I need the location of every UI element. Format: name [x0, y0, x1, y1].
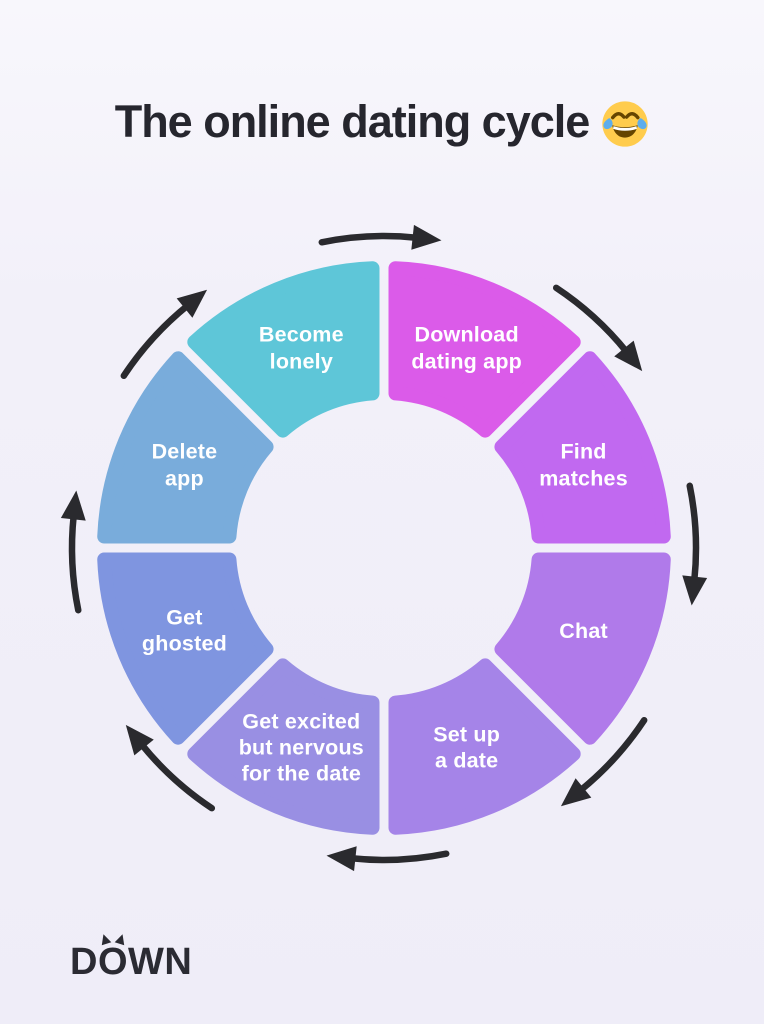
page-title-text: The online dating cycle: [114, 96, 591, 147]
arrowhead-icon: [614, 340, 643, 372]
arrowhead-icon: [682, 575, 708, 606]
down-logo-letter-d: D: [70, 941, 98, 983]
cycle-arrow-icon: [552, 284, 643, 372]
down-logo: D O WN: [70, 941, 192, 984]
arrowhead-icon: [326, 846, 357, 872]
arrowhead-icon: [560, 778, 592, 807]
page-title: The online dating cycle: [0, 96, 764, 148]
arrowhead-icon: [60, 490, 86, 521]
segment-get-ghosted: [97, 552, 274, 745]
cycle-arrow-icon: [326, 846, 450, 872]
arrowhead-icon: [411, 224, 442, 250]
segment-delete-app: [97, 351, 274, 544]
arrowhead-icon: [176, 289, 208, 318]
cycle-arrow-icon: [60, 490, 86, 614]
segment-become-lonely: [187, 261, 380, 438]
segment-chat: [494, 552, 671, 745]
arrowhead-icon: [125, 724, 154, 756]
segment-get-excited-but-nervous-for-the-date: [187, 658, 380, 835]
cycle-arrow-icon: [120, 289, 208, 380]
cycle-arrow-icon: [682, 482, 708, 606]
joy-emoji-icon: [602, 101, 648, 147]
segment-find-matches: [494, 351, 671, 544]
cycle-arrow-icon: [318, 224, 442, 250]
segment-download-dating-app: [388, 261, 581, 438]
down-logo-letters-wn: WN: [128, 941, 193, 983]
down-logo-horned-o: O: [97, 941, 129, 983]
cycle-arrow-icon: [125, 724, 216, 812]
cycle-arrow-icon: [560, 716, 648, 807]
segment-set-up-a-date: [388, 658, 581, 835]
